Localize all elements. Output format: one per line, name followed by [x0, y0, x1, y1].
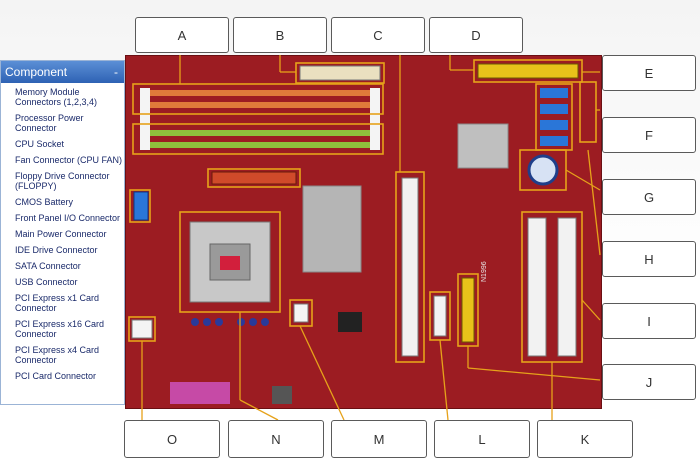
pci-slot-2: [557, 217, 577, 357]
component-item[interactable]: Processor Power Connector: [15, 113, 84, 133]
label-box-d[interactable]: D: [429, 17, 523, 53]
usb-header: [293, 303, 309, 323]
component-item[interactable]: Front Panel I/O Connector: [15, 213, 121, 223]
floppy-connector: [211, 171, 297, 185]
component-item[interactable]: PCI Card Connector: [15, 371, 97, 381]
pcie-x4-slot: [461, 277, 475, 343]
label-box-b[interactable]: B: [233, 17, 327, 53]
component-item[interactable]: CMOS Battery: [15, 197, 74, 207]
sata-connectors: [540, 88, 568, 146]
southbridge-heatsink: [302, 185, 362, 273]
component-panel-title: Component: [5, 65, 68, 79]
component-panel-header: Component -: [1, 61, 124, 83]
rear-usb-ports: [272, 386, 292, 404]
ide-connector: [477, 63, 579, 79]
component-list: Memory Module Connectors (1,2,3,4) Proce…: [1, 87, 124, 381]
northbridge-heatsink: [457, 123, 509, 169]
board-model-text: N1996: [481, 261, 488, 282]
label-box-f[interactable]: F: [602, 117, 696, 153]
pcie-x1-slot: [433, 295, 447, 337]
label-box-m[interactable]: M: [331, 420, 427, 458]
power-connector-top: [299, 65, 381, 81]
component-panel: Component - Memory Module Connectors (1,…: [0, 60, 125, 405]
memory-slots: [140, 88, 380, 150]
component-item[interactable]: CPU Socket: [15, 139, 65, 149]
component-item[interactable]: PCI Express x1 Card Connector: [15, 293, 100, 313]
component-item[interactable]: Floppy Drive Connector (FLOPPY): [15, 171, 110, 191]
label-box-o[interactable]: O: [124, 420, 220, 458]
component-item[interactable]: USB Connector: [15, 277, 78, 287]
capacitors: [191, 318, 269, 326]
pcie-x16-slot: [401, 177, 419, 357]
component-item[interactable]: Memory Module Connectors (1,2,3,4): [15, 87, 98, 107]
leader-lines: [141, 55, 601, 421]
label-box-l[interactable]: L: [434, 420, 530, 458]
front-panel-connector: [133, 191, 149, 221]
label-box-g[interactable]: G: [602, 179, 696, 215]
cpu-power-4pin: [131, 319, 153, 339]
component-item[interactable]: Fan Connector (CPU FAN): [15, 155, 123, 165]
component-item[interactable]: PCI Express x4 Card Connector: [15, 345, 100, 365]
chip: [338, 312, 362, 332]
pci-slot-1: [527, 217, 547, 357]
label-box-a[interactable]: A: [135, 17, 229, 53]
component-item[interactable]: IDE Drive Connector: [15, 245, 98, 255]
rear-io-ports: [170, 382, 230, 404]
label-box-i[interactable]: I: [602, 303, 696, 339]
label-box-c[interactable]: C: [331, 17, 425, 53]
label-box-e[interactable]: E: [602, 55, 696, 91]
cmos-battery: [527, 154, 559, 186]
label-box-k[interactable]: K: [537, 420, 633, 458]
label-box-j[interactable]: J: [602, 364, 696, 400]
label-box-h[interactable]: H: [602, 241, 696, 277]
component-item[interactable]: Main Power Connector: [15, 229, 107, 239]
component-item[interactable]: SATA Connector: [15, 261, 81, 271]
label-box-n[interactable]: N: [228, 420, 324, 458]
component-item[interactable]: PCI Express x16 Card Connector: [15, 319, 105, 339]
collapse-toggle[interactable]: -: [114, 65, 118, 79]
